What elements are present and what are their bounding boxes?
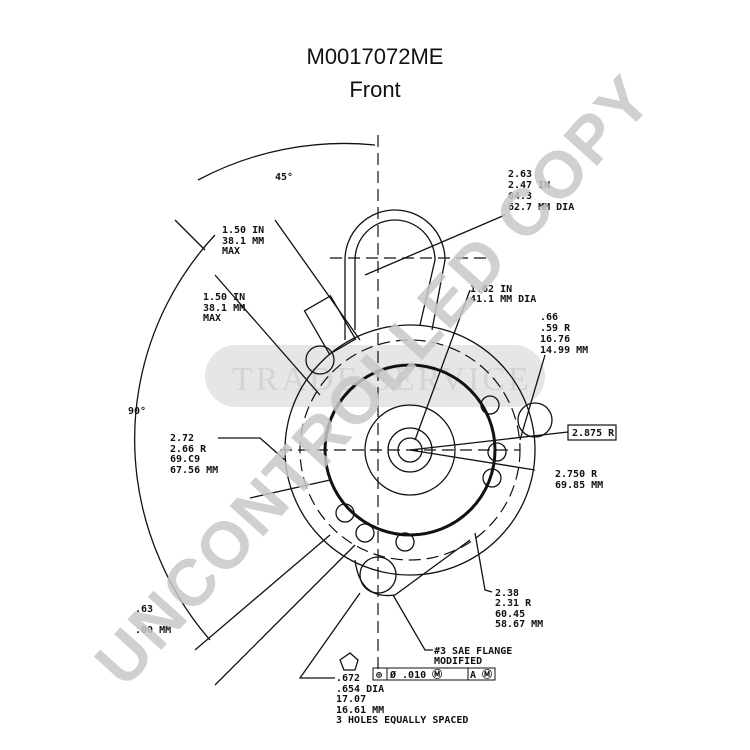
svg-text:1.62 IN: 1.62 IN (470, 284, 512, 295)
svg-text:MODIFIED: MODIFIED (434, 656, 482, 667)
svg-text:.654 DIA: .654 DIA (336, 684, 384, 695)
angle-90-label: 90° (128, 406, 146, 417)
angle-arc-90 (134, 234, 216, 561)
datum-pentagon-icon (339, 652, 359, 671)
svg-text:#3 SAE FLANGE: #3 SAE FLANGE (434, 646, 512, 657)
view-label: Front (349, 77, 401, 102)
svg-text:60.45: 60.45 (495, 609, 525, 620)
svg-text:1.50 IN: 1.50 IN (222, 225, 264, 236)
boss-dia-callout: 2.63 2.47 IN 64.3 62.7 MM DIA (508, 169, 574, 213)
housing-outline (284, 324, 536, 576)
svg-text:69.85 MM: 69.85 MM (555, 480, 603, 491)
flange-callout: #3 SAE FLANGE MODIFIED (434, 646, 512, 667)
svg-text:2.875 R: 2.875 R (572, 428, 615, 439)
svg-text:64.3: 64.3 (508, 191, 532, 202)
radius-box: 2.875 R (567, 424, 617, 441)
svg-text:.66: .66 (540, 312, 558, 323)
svg-text:67.56 MM: 67.56 MM (170, 465, 218, 476)
mount-hole (359, 556, 397, 594)
svg-text:69.C9: 69.C9 (170, 454, 200, 465)
svg-text:62.7 MM DIA: 62.7 MM DIA (508, 202, 574, 213)
clearance-callout-1: 1.50 IN 38.1 MM MAX (222, 225, 264, 257)
hole-dia-callout: .672 .654 DIA 17.07 16.61 MM 3 HOLES EQU… (336, 652, 468, 726)
mount-hole (517, 402, 553, 438)
angle-arc-45 (197, 142, 376, 181)
dimension-lines (174, 214, 569, 686)
svg-text:A Ⓜ: A Ⓜ (470, 668, 492, 681)
svg-text:38.1 MM: 38.1 MM (203, 303, 245, 314)
svg-text:2.63: 2.63 (508, 169, 532, 180)
terminal-nut (303, 294, 357, 356)
radius-lower-callout: 2.38 2.31 R 60.45 58.67 MM (495, 588, 543, 630)
svg-text:.00 MM: .00 MM (135, 625, 171, 636)
svg-text:17.07: 17.07 (336, 694, 366, 705)
svg-text:1.50 IN: 1.50 IN (203, 292, 245, 303)
svg-text:16.76: 16.76 (540, 334, 570, 345)
svg-text:.59 R: .59 R (540, 323, 571, 334)
svg-text:Ø .010 Ⓜ: Ø .010 Ⓜ (389, 668, 442, 681)
svg-text:3 HOLES EQUALLY SPACED: 3 HOLES EQUALLY SPACED (336, 715, 468, 726)
logo-text: TRADE SERVICE (232, 361, 532, 398)
svg-text:2.31 R: 2.31 R (495, 598, 532, 609)
svg-text:58.67 MM: 58.67 MM (495, 619, 543, 630)
uncontrolled-copy-watermark: UNCONTROLLED COPY (80, 61, 666, 700)
svg-text:14.99 MM: 14.99 MM (540, 345, 588, 356)
svg-text:.63: .63 (135, 604, 153, 615)
svg-text:MAX: MAX (203, 313, 221, 324)
radius-bolt-callout: 2.750 R 69.85 MM (555, 469, 603, 491)
radius-small-callout: .66 .59 R 16.76 14.99 MM (540, 312, 588, 356)
mount-hole (305, 345, 335, 375)
svg-text:2.72: 2.72 (170, 433, 194, 444)
radius-left-callout: 2.72 2.66 R 69.C9 67.56 MM (170, 433, 218, 476)
svg-text:41.1 MM DIA: 41.1 MM DIA (470, 294, 536, 305)
svg-text:2.47 IN: 2.47 IN (508, 180, 550, 191)
offset-callout: .63 .00 MM (135, 604, 171, 636)
svg-text:MAX: MAX (222, 246, 240, 257)
clearance-callout-2: 1.50 IN 38.1 MM MAX (203, 292, 245, 324)
part-number-title: M0017072ME (306, 44, 444, 69)
tolerance-frame: ⊕ Ø .010 Ⓜ A Ⓜ (372, 667, 496, 681)
svg-text:2.66 R: 2.66 R (170, 444, 207, 455)
svg-text:2.38: 2.38 (495, 588, 519, 599)
svg-text:⊕: ⊕ (376, 670, 382, 681)
svg-text:.672: .672 (336, 673, 360, 684)
pilot-dia-callout: 1.62 IN 41.1 MM DIA (470, 284, 536, 305)
angle-45-label: 45° (275, 172, 293, 183)
svg-text:38.1 MM: 38.1 MM (222, 236, 264, 247)
svg-text:2.750 R: 2.750 R (555, 469, 598, 480)
svg-text:16.61 MM: 16.61 MM (336, 705, 384, 716)
